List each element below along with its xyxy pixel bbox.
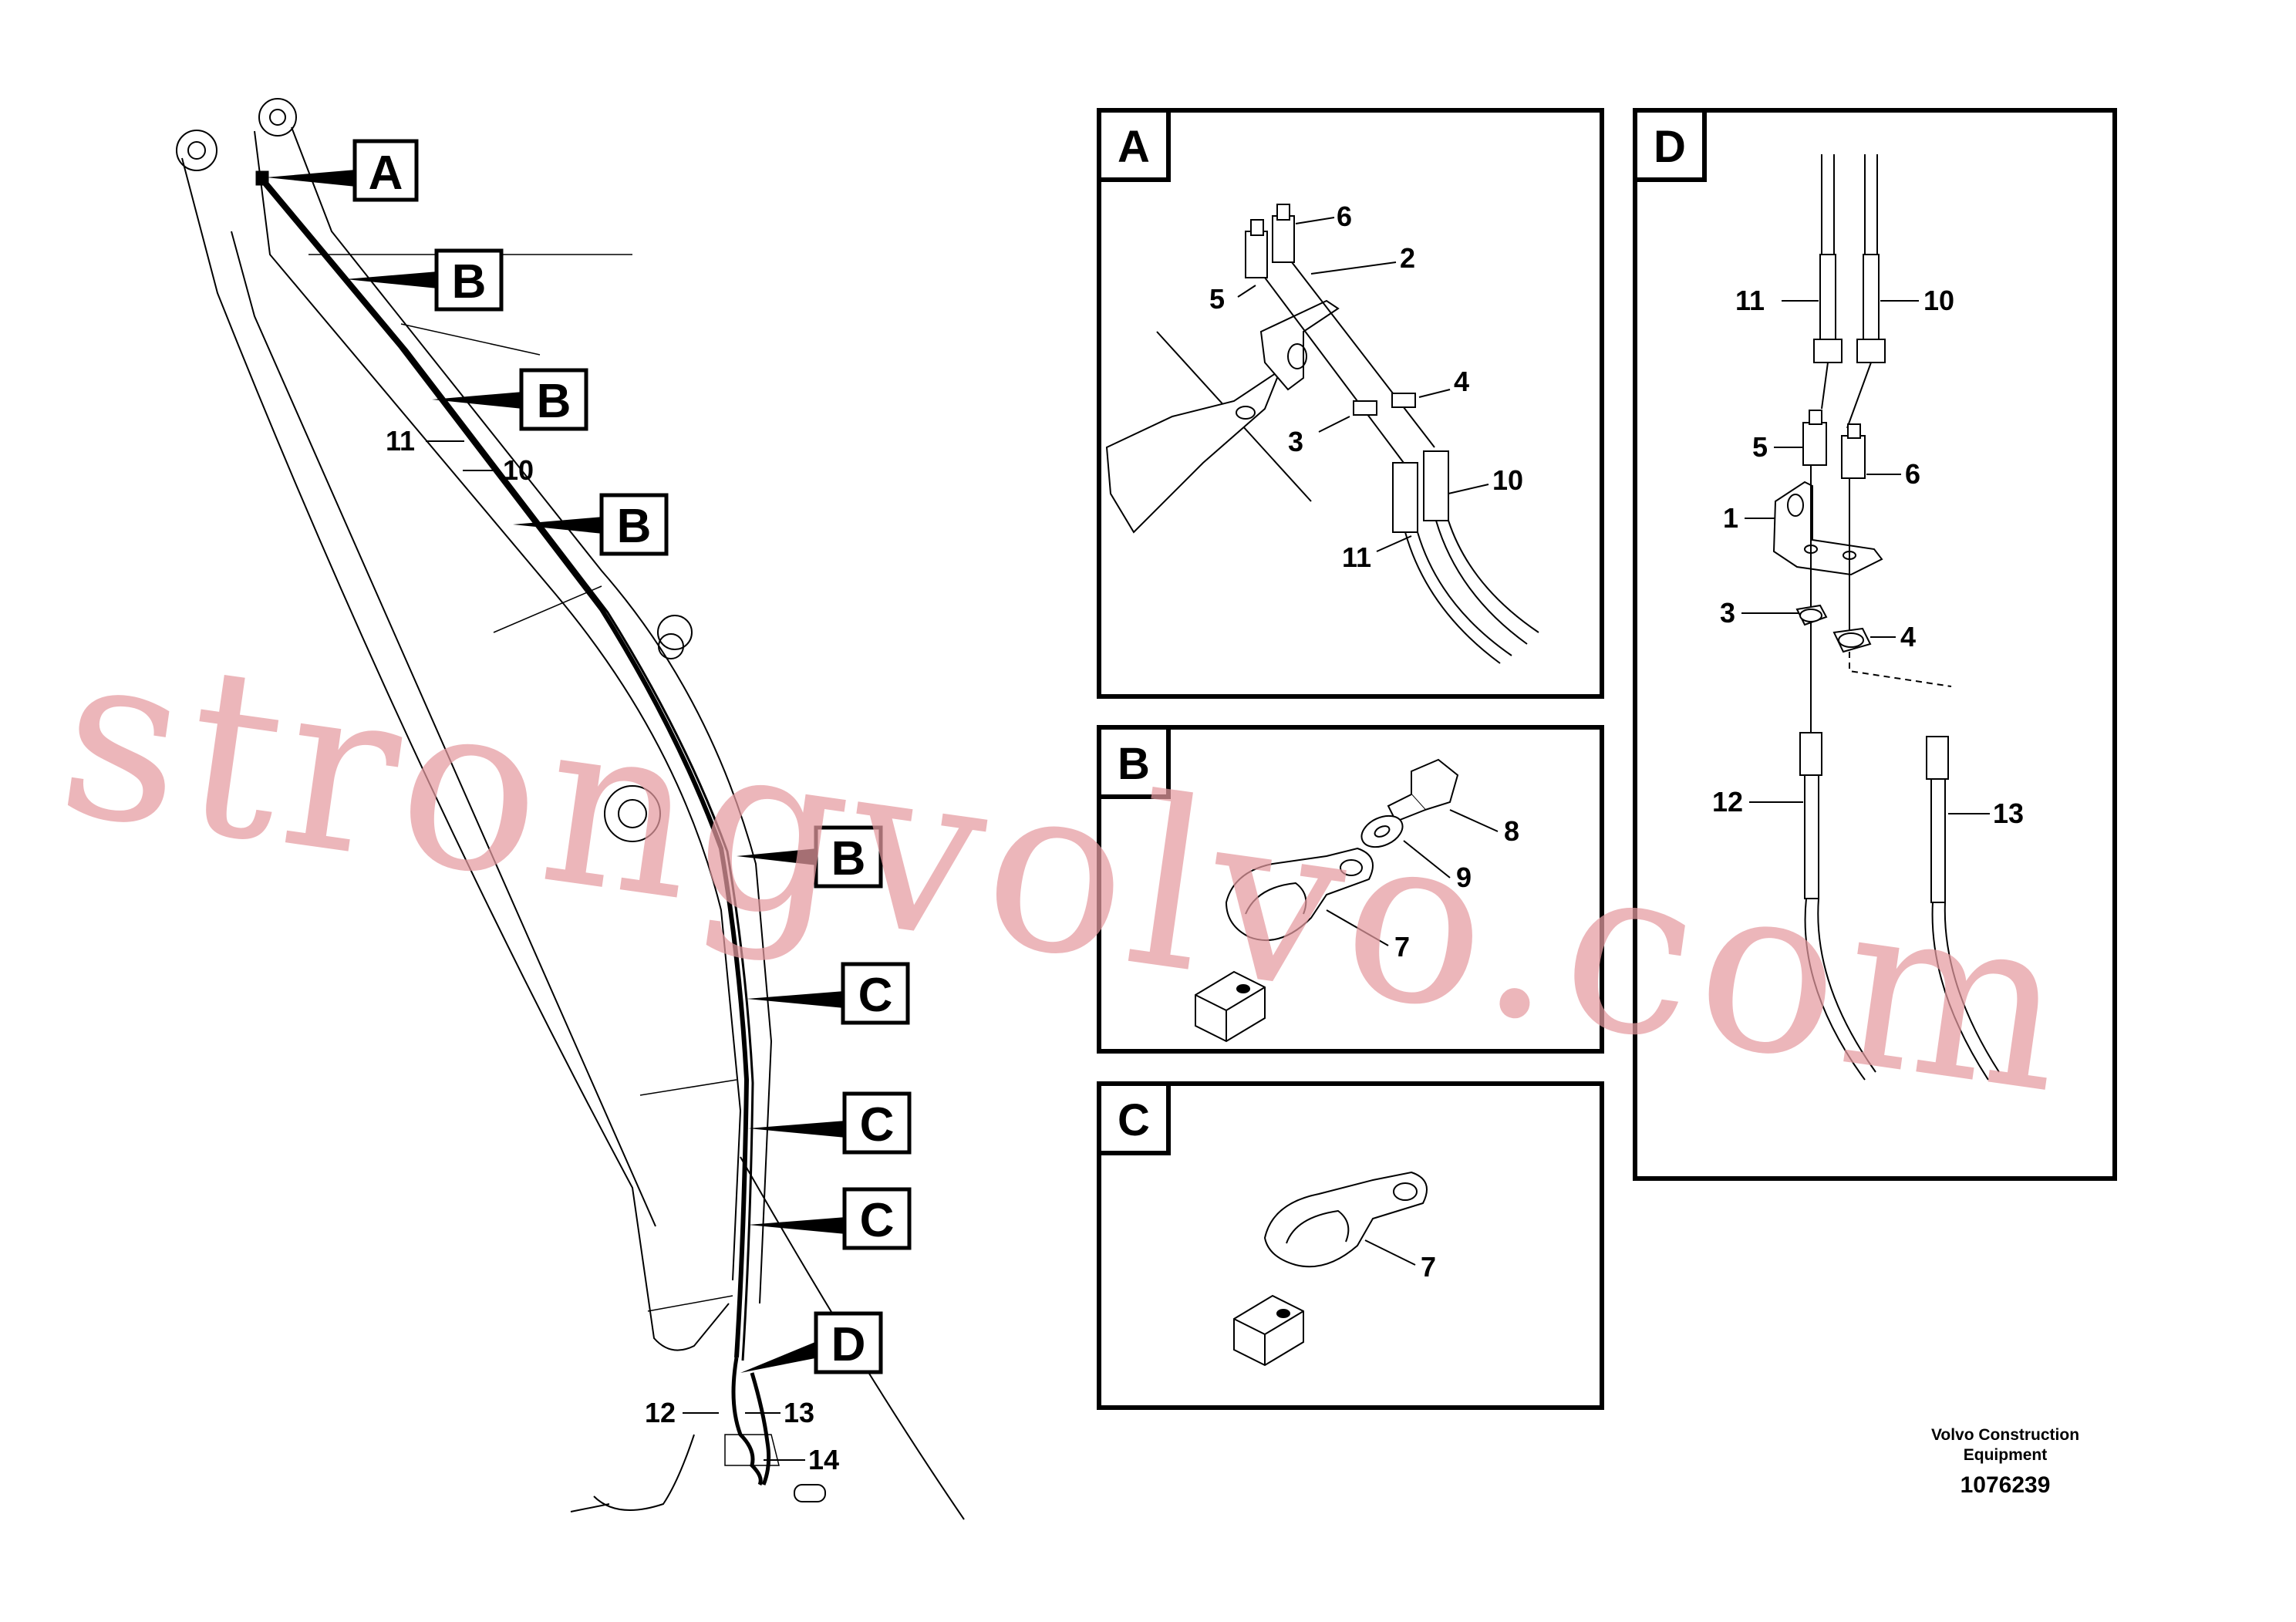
svg-text:12: 12 [1712, 786, 1743, 818]
callout-c-1: C [747, 962, 910, 1025]
callout-c-3: C [748, 1187, 912, 1250]
svg-text:2: 2 [1400, 242, 1415, 274]
svg-text:9: 9 [1456, 862, 1472, 893]
svg-text:4: 4 [1454, 366, 1469, 397]
svg-text:3: 3 [1720, 597, 1735, 629]
svg-text:B: B [617, 500, 652, 553]
svg-text:11: 11 [1342, 541, 1371, 573]
hose-run [255, 170, 771, 1486]
svg-text:B: B [537, 375, 571, 428]
callout-d: D [740, 1311, 883, 1374]
panel-d-letter: D [1654, 122, 1686, 172]
callout-b-4: B [737, 825, 883, 889]
document-number: 1076239 [1961, 1472, 2051, 1498]
detail-panel-a: A [1097, 108, 1604, 699]
panel-b-letter: B [1118, 739, 1150, 789]
label-10: 10 [503, 454, 534, 486]
svg-text:3: 3 [1288, 426, 1303, 457]
detail-panel-d: D [1633, 108, 2117, 1181]
callout-b-2: B [432, 368, 588, 431]
panel-c-letter: C [1118, 1095, 1150, 1145]
label-11: 11 [386, 425, 415, 457]
boom-illustration [176, 98, 965, 1520]
svg-text:6: 6 [1905, 458, 1920, 490]
callout-b-1: B [346, 248, 504, 312]
main-item-numbers [426, 440, 805, 1461]
panel-a-letter: A [1118, 122, 1150, 172]
svg-text:7: 7 [1421, 1251, 1436, 1283]
svg-text:5: 5 [1752, 431, 1768, 463]
svg-text:C: C [858, 969, 893, 1022]
svg-text:D: D [831, 1318, 866, 1371]
svg-text:4: 4 [1900, 621, 1916, 653]
label-14: 14 [808, 1444, 839, 1475]
company-name-line1: Volvo Construction [1931, 1426, 2079, 1444]
svg-text:B: B [831, 832, 866, 885]
label-13: 13 [784, 1397, 814, 1428]
callout-a-label: A [369, 147, 403, 200]
svg-text:11: 11 [1735, 285, 1765, 316]
svg-text:10: 10 [1923, 285, 1954, 316]
callout-a: A [266, 139, 419, 202]
svg-text:C: C [860, 1098, 895, 1152]
svg-text:8: 8 [1504, 815, 1519, 847]
svg-text:B: B [452, 255, 487, 309]
detail-panel-b: B 8 9 7 [1097, 725, 1604, 1054]
label-12: 12 [645, 1397, 676, 1428]
company-name-line2: Equipment [1964, 1446, 2048, 1464]
callout-b-3: B [513, 493, 669, 556]
svg-text:6: 6 [1337, 201, 1352, 232]
svg-text:7: 7 [1394, 931, 1410, 963]
detail-panel-c: C 7 [1097, 1081, 1604, 1410]
svg-text:10: 10 [1492, 464, 1523, 496]
svg-text:1: 1 [1723, 502, 1738, 534]
svg-text:5: 5 [1209, 283, 1225, 315]
svg-text:13: 13 [1993, 798, 2024, 829]
svg-text:C: C [860, 1194, 895, 1247]
callout-c-2: C [748, 1091, 912, 1155]
